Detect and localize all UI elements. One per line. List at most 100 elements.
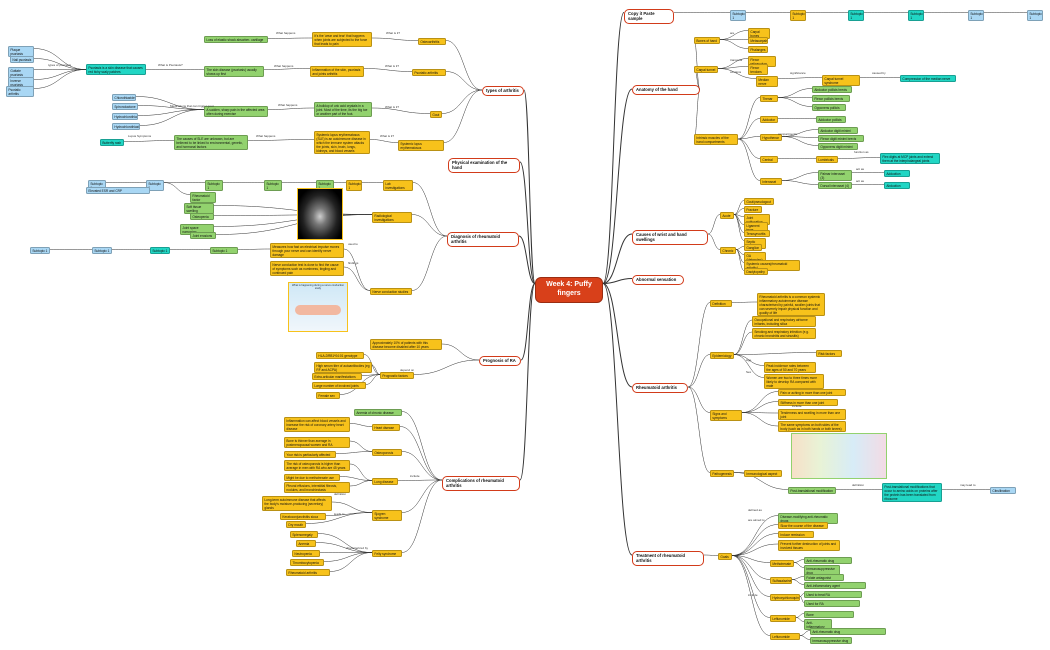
topic-treatment[interactable]: Treatment of rheumatoid arthritis — [632, 551, 704, 566]
topic-tr-l0[interactable]: Anti-rheumatic drug — [804, 557, 852, 565]
topic-ty-oa[interactable]: Osteoarthritis — [418, 38, 446, 46]
topic-a-in[interactable]: Interossei — [760, 178, 782, 186]
topic-tr-l5[interactable]: Used for RA — [804, 600, 860, 608]
topic-a-ce[interactable]: Central — [760, 156, 778, 164]
topic-a-th1[interactable]: Flexor pollicis brevis — [812, 95, 850, 103]
topic-co-o2[interactable]: Your risk is particularly affected — [284, 451, 336, 459]
topic-ty-psd[interactable]: Inflammation of the skin, psoriasis and … — [310, 66, 364, 78]
topic-a-cts[interactable]: Carpal tunnel syndrome — [822, 75, 860, 87]
topic-ty-oad[interactable]: It's the 'wear and tear' that happens wh… — [312, 32, 372, 48]
topic-ty-psp[interactable]: Psoriasis is a skin disease that causes … — [86, 64, 146, 76]
topic-ty-oac[interactable]: Loss of elastic shock absorber- cartilag… — [204, 36, 268, 44]
topic-ty-g[interactable]: Gout — [430, 111, 442, 119]
topic-a-c[interactable]: Carpal tunnel — [694, 66, 718, 74]
topic-dx-r[interactable]: Radiological investigations — [372, 212, 412, 224]
topic-co-h[interactable]: Heart disease — [372, 424, 400, 432]
topic-cs-a0[interactable]: Gout/pseudogout — [744, 198, 774, 206]
topic-a-lu[interactable]: Lumbricals — [816, 156, 838, 164]
topic-dx-s3[interactable]: Subtopic 1 — [264, 180, 282, 192]
topic-co-o[interactable]: Osteoporosis — [372, 449, 402, 457]
topic-pr-2[interactable]: Extra-articular manifestations — [312, 373, 362, 381]
topic-co-f4[interactable]: Rheumatoid arthritis — [286, 569, 330, 577]
topic-dx-s1[interactable]: Subtopic 1 — [346, 180, 362, 192]
topic-ra-d[interactable]: Definition — [710, 300, 732, 308]
topic-tr-g2[interactable]: Induce remission — [778, 531, 814, 539]
topic-c4[interactable]: Subtopic 1 — [908, 10, 924, 22]
topic-complications[interactable]: Complications of rheumatoid arthritis — [442, 476, 520, 491]
topic-ra-s3[interactable]: The same symptoms on both sides of the b… — [778, 421, 846, 433]
topic-ra-rf[interactable]: Risk factors — [816, 350, 842, 358]
topic-pr-3[interactable]: Large number of involved joints — [312, 382, 366, 390]
topic-co-l1[interactable]: The risk of osteoporosis is higher than … — [284, 460, 350, 472]
topic-a-comp[interactable]: Compression of the median nerve — [900, 75, 956, 83]
topic-dx-ln[interactable]: Elevated ESR and CRP — [86, 187, 150, 195]
topic-ra-ptm[interactable]: Post-translational modification — [788, 487, 836, 495]
topic-a-b[interactable]: Bones of hand — [694, 37, 720, 45]
topic-ty-sd[interactable]: Systemic lupus erythematosus (SLE) is an… — [314, 131, 370, 155]
topic-a-hy[interactable]: Hypothenar — [760, 134, 782, 142]
topic-pr-1[interactable]: Approximately 10% of patients with this … — [370, 339, 442, 351]
topic-co-l2[interactable]: Might be due to methotrexate use — [284, 474, 340, 482]
topic-ty-m0[interactable]: Chlorothiazide — [112, 94, 136, 102]
topic-cs-c3[interactable]: Dactylopathy — [744, 268, 768, 276]
topic-dx-n1[interactable]: Subtopic 1 — [210, 247, 238, 255]
topic-a-hy1[interactable]: Flexor digiti minimi brevis — [818, 135, 864, 143]
topic-ra-s[interactable]: Signs and symptoms — [710, 410, 742, 422]
topic-co-f0[interactable]: Splenomegaly — [290, 531, 318, 539]
topic-dx-rf[interactable]: Rheumatoid factor — [190, 192, 216, 204]
topic-dx-nd[interactable]: Measures how fast an electrical impulse … — [270, 243, 344, 259]
topic-co-s[interactable]: Sjogren syndrome — [372, 510, 402, 522]
topic-ra-s0[interactable]: Pain or aching in more than one joint — [778, 389, 846, 397]
topic-dx-r3[interactable]: Joint erosions — [190, 232, 216, 240]
topic-dx-n2[interactable]: Subtopic 1 — [150, 247, 170, 255]
topic-c5[interactable]: Subtopic 1 — [968, 10, 984, 22]
topic-ra-p[interactable]: Pathogenesis — [710, 470, 734, 478]
topic-dx-nf[interactable]: Nerve conduction test is done to find th… — [270, 261, 344, 277]
topic-c1[interactable]: Subtopic 1 — [730, 10, 746, 22]
topic-ty-sb[interactable]: Butterfly rash — [100, 139, 124, 147]
topic-c6[interactable]: Subtopic 1 — [1027, 10, 1043, 22]
topic-co-hd[interactable]: Inflammation can affect blood vessels an… — [284, 417, 350, 433]
topic-ty-s[interactable]: Systemic lupus erythematosus — [398, 140, 444, 152]
topic-a-hy2[interactable]: Opponens digiti minimi — [818, 143, 858, 151]
topic-tr-l9[interactable]: Immunosuppressive drug — [810, 637, 852, 645]
topic-a-b1[interactable]: Metacarpals — [748, 37, 768, 45]
topic-ty-gh[interactable]: A sudden, sharp pain in the affected are… — [204, 106, 268, 118]
topic-ra-e0[interactable]: Occupational and respiratory airborne ir… — [752, 316, 816, 328]
topic-cs-c[interactable]: Chronic — [720, 247, 736, 255]
topic-diagnosis[interactable]: Diagnosis of rheumatoid arthritis — [447, 232, 519, 247]
topic-dx-n[interactable]: Nerve conduction studies — [370, 288, 412, 296]
topic-ty-m2[interactable]: Hydrochlorothiazide — [112, 113, 138, 121]
topic-types[interactable]: types of arthritis — [482, 86, 524, 96]
topic-a-ad0[interactable]: Adductor pollicis — [816, 116, 846, 124]
topic-dx-l[interactable]: Lab investigations — [383, 180, 413, 192]
topic-tr-g1[interactable]: Slow the course of the disease — [778, 522, 828, 530]
topic-c2[interactable]: Subtopic 1 — [790, 10, 806, 22]
topic-a-th[interactable]: Thenar — [760, 95, 778, 103]
topic-ra-s1[interactable]: Stiffness in more than one joint — [778, 399, 838, 407]
topic-ra-st[interactable]: Women are two to three times more likely… — [764, 374, 824, 390]
topic-cs-c2[interactable]: Systemic causes(rheumatoid arthritis) — [744, 260, 800, 272]
topic-anatomy[interactable]: Anatomy of the hand — [632, 85, 700, 95]
topic-co-f[interactable]: Felty syndrome — [372, 550, 402, 558]
topic-a-ad[interactable]: Adductor — [760, 116, 778, 124]
topic-ty-sc[interactable]: The causes of SLE are unknown, but are b… — [174, 135, 248, 151]
topic-a-th2[interactable]: Opponens pollicis — [812, 104, 846, 112]
topic-tr-m3[interactable]: Leflunomide — [770, 615, 796, 623]
topic-ty-ps[interactable]: Psoriatic arthritis — [412, 69, 446, 77]
topic-tr-m2[interactable]: Hydroxychloroquine — [770, 594, 800, 602]
topic-prognosis[interactable]: Prognosis of RA — [479, 356, 521, 366]
topic-tr-l6[interactable]: Bone — [804, 611, 854, 619]
topic-co-l3[interactable]: Pleural effusions, interstitial fibrosis… — [284, 482, 350, 494]
root-topic[interactable]: Week 4: Puffy fingers — [535, 277, 603, 303]
topic-ty-gd[interactable]: A buildup of uric acid crystals in a joi… — [314, 102, 372, 118]
topic-a-b2[interactable]: Phalanges — [748, 46, 768, 54]
topic-a-lf[interactable]: Flex digits at MCP joints and extend the… — [880, 153, 940, 165]
topic-co-sd[interactable]: Long-term autoimmune disease that affect… — [262, 496, 332, 512]
topic-tr-l3[interactable]: Anti-inflammatory agent — [804, 582, 866, 590]
topic-a-c2[interactable]: Median nerve — [756, 76, 778, 88]
topic-tr-l8[interactable]: Anti-rheumatic drug — [810, 628, 886, 636]
topic-tr-l2[interactable]: Folate antagonist — [804, 574, 844, 582]
topic-ty-psdd[interactable]: The skin disease (psoriasis) usually sho… — [204, 66, 264, 78]
topic-tr-g3[interactable]: Prevent further destruction of joints an… — [778, 540, 840, 552]
